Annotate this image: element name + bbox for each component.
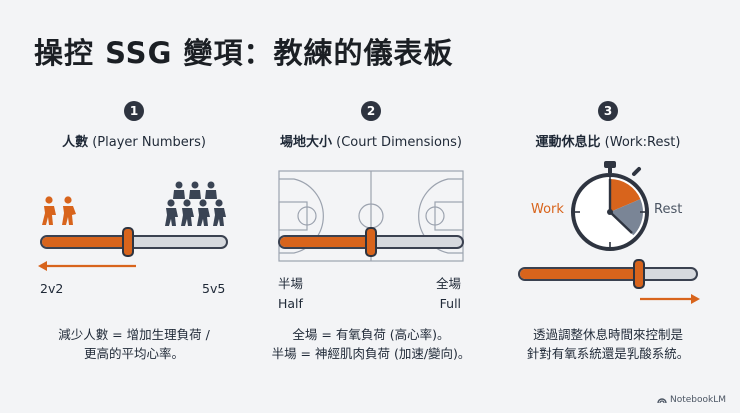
section-1-description-line-1: 減少人數 = 增加生理負荷 / bbox=[58, 327, 210, 342]
page-title: 操控 SSG 變項：教練的儀表板 bbox=[34, 36, 454, 70]
player-numbers-slider-fill bbox=[42, 237, 129, 247]
section-3-heading-en: (Work:Rest) bbox=[600, 135, 681, 150]
label-half-en: Half bbox=[278, 296, 303, 311]
label-5v5: 5v5 bbox=[202, 281, 226, 296]
section-2-heading-zh: 場地大小 bbox=[279, 135, 333, 150]
arrow-right-icon bbox=[640, 294, 700, 304]
arrow-left-icon bbox=[38, 261, 136, 271]
section-3-heading: 運動休息比 (Work:Rest) bbox=[536, 131, 681, 150]
section-3-description-line-1: 透過調整休息時間來控制是 bbox=[532, 327, 684, 342]
label-rest: Rest bbox=[654, 202, 683, 217]
brand-name: NotebookLM bbox=[669, 395, 726, 405]
court-size-slider-fill bbox=[280, 237, 371, 247]
section-2-description: 全場 = 有氧負荷 (高心率)。 半場 = 神經肌肉負荷 (加速/變向)。 bbox=[272, 325, 471, 363]
step-number-3: 3 bbox=[598, 101, 618, 121]
work-rest-slider-knob[interactable] bbox=[632, 259, 645, 289]
step-number-1: 1 bbox=[124, 101, 144, 121]
section-2-description-line-2: 半場 = 神經肌肉負荷 (加速/變向)。 bbox=[271, 346, 471, 361]
section-1-description: 減少人數 = 增加生理負荷 / 更高的平均心率。 bbox=[58, 325, 210, 363]
basketball-court-diagram bbox=[278, 170, 464, 262]
label-full-en: Full bbox=[439, 296, 462, 311]
step-number-2: 2 bbox=[361, 101, 381, 121]
section-2-heading: 場地大小 (Court Dimensions) bbox=[280, 131, 462, 150]
work-rest-slider-fill bbox=[520, 269, 638, 279]
section-3-description-line-2: 針對有氧系統還是乳酸系統。 bbox=[526, 346, 690, 361]
notebooklm-logo-icon bbox=[657, 398, 667, 404]
section-1-heading-en: (Player Numbers) bbox=[88, 135, 206, 150]
stopwatch-icon bbox=[571, 161, 649, 251]
court-size-slider-knob[interactable] bbox=[365, 227, 377, 257]
section-3-heading-zh: 運動休息比 bbox=[535, 135, 601, 150]
section-3-description: 透過調整休息時間來控制是 針對有氧系統還是乳酸系統。 bbox=[527, 325, 690, 363]
work-rest-slider-track[interactable] bbox=[518, 267, 698, 281]
label-full: 全場 Full bbox=[436, 274, 461, 314]
label-full-zh: 全場 bbox=[436, 276, 462, 291]
label-work: Work bbox=[531, 202, 564, 217]
section-1-description-line-2: 更高的平均心率。 bbox=[83, 346, 185, 361]
section-1-heading-zh: 人數 bbox=[62, 135, 89, 150]
label-half-zh: 半場 bbox=[278, 276, 304, 291]
label-half: 半場 Half bbox=[278, 274, 303, 314]
two-players-icon bbox=[42, 196, 76, 225]
section-1-heading: 人數 (Player Numbers) bbox=[62, 131, 206, 150]
team-players-icon bbox=[165, 181, 226, 226]
brand-watermark: NotebookLM bbox=[657, 395, 726, 405]
section-2-heading-en: (Court Dimensions) bbox=[332, 135, 463, 150]
section-2-description-line-1: 全場 = 有氧負荷 (高心率)。 bbox=[292, 327, 450, 342]
label-2v2: 2v2 bbox=[40, 281, 64, 296]
player-numbers-slider-knob[interactable] bbox=[122, 227, 135, 257]
